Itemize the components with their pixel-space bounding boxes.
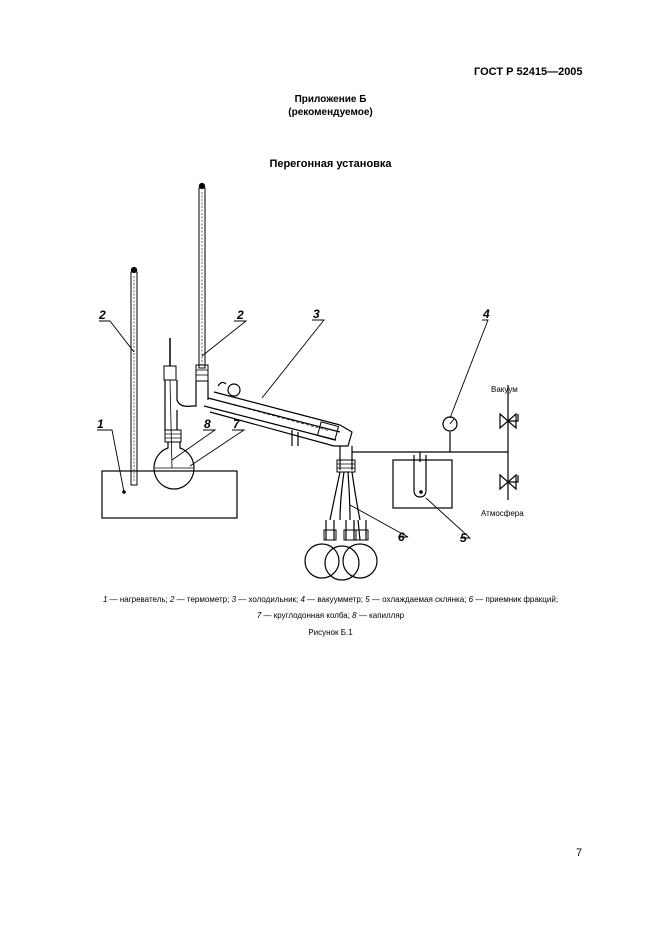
fraction-receivers	[304, 519, 378, 581]
legend-item: 8 — капилляр	[352, 611, 405, 620]
claisen-head	[164, 380, 209, 443]
appendix-title: Приложение Б	[294, 94, 367, 105]
legend-item: 6 — приемник фракций;	[468, 595, 559, 604]
standard-number: ГОСТ Р 52415—2005	[474, 66, 583, 78]
callout-6: 6	[398, 530, 405, 544]
vacuum-valve	[499, 412, 519, 430]
atmosphere-valve	[499, 473, 519, 491]
vacuum-line	[370, 385, 509, 500]
legend-item: 5 — охлаждаемая склянка;	[365, 595, 469, 604]
callout-leaders	[97, 319, 489, 539]
left-thermometer	[130, 266, 138, 486]
callout-2-left: 2	[98, 308, 106, 322]
right-thermometer	[195, 182, 209, 382]
callout-2-right: 2	[236, 308, 244, 322]
receiver-adapter	[329, 446, 370, 521]
callout-7: 7	[233, 417, 241, 431]
legend-item: 7 — круглодонная колба;	[256, 611, 353, 620]
capillary	[163, 338, 177, 469]
cooled-flask	[392, 455, 453, 509]
callout-1: 1	[97, 417, 104, 431]
page-number: 7	[576, 847, 583, 859]
round-bottom-flask	[153, 442, 195, 490]
vacuum-label: Вакуум	[491, 385, 518, 394]
figure-legend: 1 — нагреватель; 2 — термометр; 3 — холо…	[40, 592, 621, 624]
condenser	[203, 381, 353, 447]
callout-8: 8	[204, 417, 211, 431]
appendix-note: (рекомендуемое)	[288, 107, 373, 118]
callout-5: 5	[460, 531, 467, 545]
figure-caption: Рисунок Б.1	[308, 628, 353, 637]
callout-4: 4	[482, 307, 490, 321]
legend-item: 2 — термометр;	[170, 595, 232, 604]
section-title: Перегонная установка	[269, 158, 392, 170]
heater	[101, 470, 238, 519]
callout-3: 3	[313, 307, 320, 321]
atmosphere-label: Атмосфера	[481, 509, 524, 518]
legend-item: 3 — холодильник;	[231, 595, 301, 604]
legend-item: 1 — нагреватель;	[102, 595, 170, 604]
legend-item: 4 — вакуумметр;	[300, 595, 366, 604]
